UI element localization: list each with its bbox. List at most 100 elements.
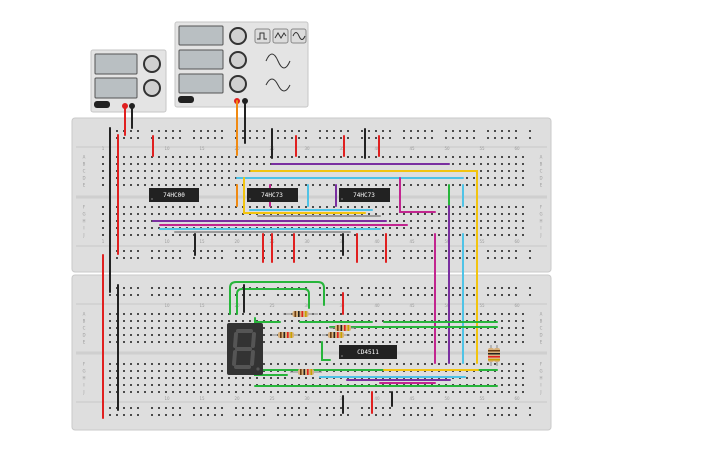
breadboard-hole[interactable] [473, 407, 475, 409]
breadboard-hole[interactable] [235, 213, 237, 215]
breadboard-hole[interactable] [459, 227, 461, 229]
breadboard-hole[interactable] [424, 227, 426, 229]
breadboard-hole[interactable] [389, 341, 391, 343]
breadboard-hole[interactable] [221, 313, 223, 315]
breadboard-hole[interactable] [284, 414, 286, 416]
seven-segment-display[interactable] [227, 323, 263, 375]
breadboard-hole[interactable] [130, 287, 132, 289]
breadboard-hole[interactable] [284, 294, 286, 296]
breadboard-hole[interactable] [501, 363, 503, 365]
breadboard-hole[interactable] [473, 177, 475, 179]
breadboard-hole[interactable] [466, 257, 468, 259]
breadboard-hole[interactable] [291, 414, 293, 416]
breadboard-hole[interactable] [256, 414, 258, 416]
breadboard-hole[interactable] [263, 163, 265, 165]
breadboard-hole[interactable] [368, 341, 370, 343]
breadboard-hole[interactable] [487, 294, 489, 296]
breadboard-hole[interactable] [305, 234, 307, 236]
breadboard-hole[interactable] [207, 137, 209, 139]
breadboard-hole[interactable] [137, 220, 139, 222]
breadboard-hole[interactable] [207, 156, 209, 158]
breadboard-hole[interactable] [123, 341, 125, 343]
breadboard-hole[interactable] [200, 341, 202, 343]
breadboard-hole[interactable] [431, 294, 433, 296]
breadboard-hole[interactable] [382, 287, 384, 289]
breadboard-hole[interactable] [445, 184, 447, 186]
breadboard-hole[interactable] [214, 257, 216, 259]
breadboard-hole[interactable] [193, 163, 195, 165]
breadboard-hole[interactable] [291, 156, 293, 158]
breadboard-hole[interactable] [200, 177, 202, 179]
breadboard-hole[interactable] [263, 341, 265, 343]
breadboard-hole[interactable] [165, 294, 167, 296]
breadboard-hole[interactable] [410, 234, 412, 236]
breadboard-hole[interactable] [207, 213, 209, 215]
breadboard-hole[interactable] [431, 391, 433, 393]
breadboard-hole[interactable] [151, 213, 153, 215]
breadboard-hole[interactable] [298, 206, 300, 208]
breadboard-hole[interactable] [424, 287, 426, 289]
breadboard-hole[interactable] [347, 184, 349, 186]
breadboard-hole[interactable] [221, 130, 223, 132]
breadboard-hole[interactable] [445, 137, 447, 139]
breadboard-hole[interactable] [333, 257, 335, 259]
breadboard-hole[interactable] [326, 257, 328, 259]
breadboard-hole[interactable] [508, 213, 510, 215]
breadboard-hole[interactable] [151, 341, 153, 343]
breadboard-hole[interactable] [508, 227, 510, 229]
breadboard-hole[interactable] [186, 234, 188, 236]
breadboard-hole[interactable] [291, 206, 293, 208]
breadboard-hole[interactable] [452, 220, 454, 222]
breadboard-hole[interactable] [410, 156, 412, 158]
breadboard-hole[interactable] [417, 213, 419, 215]
breadboard-hole[interactable] [375, 334, 377, 336]
breadboard-hole[interactable] [130, 294, 132, 296]
breadboard-hole[interactable] [137, 130, 139, 132]
breadboard-hole[interactable] [466, 250, 468, 252]
breadboard-hole[interactable] [144, 327, 146, 329]
breadboard-hole[interactable] [515, 320, 517, 322]
breadboard-hole[interactable] [144, 220, 146, 222]
breadboard-hole[interactable] [291, 184, 293, 186]
breadboard-hole[interactable] [354, 184, 356, 186]
breadboard-hole[interactable] [473, 341, 475, 343]
breadboard-hole[interactable] [130, 220, 132, 222]
breadboard-hole[interactable] [459, 234, 461, 236]
breadboard-hole[interactable] [186, 156, 188, 158]
breadboard-hole[interactable] [501, 287, 503, 289]
breadboard-hole[interactable] [452, 287, 454, 289]
breadboard-hole[interactable] [522, 184, 524, 186]
breadboard-hole[interactable] [291, 391, 293, 393]
breadboard-hole[interactable] [193, 130, 195, 132]
breadboard-hole[interactable] [207, 320, 209, 322]
breadboard-hole[interactable] [396, 206, 398, 208]
breadboard-hole[interactable] [123, 287, 125, 289]
breadboard-hole[interactable] [382, 257, 384, 259]
breadboard-hole[interactable] [494, 220, 496, 222]
breadboard-hole[interactable] [487, 170, 489, 172]
breadboard-hole[interactable] [333, 137, 335, 139]
breadboard-hole[interactable] [515, 334, 517, 336]
breadboard-hole[interactable] [487, 220, 489, 222]
resistor[interactable] [283, 311, 318, 317]
breadboard-hole[interactable] [277, 206, 279, 208]
breadboard-hole[interactable] [277, 250, 279, 252]
breadboard-hole[interactable] [382, 227, 384, 229]
breadboard-hole[interactable] [452, 334, 454, 336]
breadboard-hole[interactable] [137, 213, 139, 215]
breadboard-hole[interactable] [361, 234, 363, 236]
breadboard-hole[interactable] [298, 156, 300, 158]
breadboard-hole[interactable] [207, 384, 209, 386]
breadboard-hole[interactable] [508, 137, 510, 139]
breadboard-hole[interactable] [151, 384, 153, 386]
breadboard-hole[interactable] [277, 130, 279, 132]
breadboard-hole[interactable] [200, 137, 202, 139]
breadboard-hole[interactable] [102, 170, 104, 172]
breadboard-hole[interactable] [445, 156, 447, 158]
breadboard-hole[interactable] [501, 341, 503, 343]
breadboard-hole[interactable] [130, 334, 132, 336]
breadboard-hole[interactable] [249, 407, 251, 409]
breadboard-hole[interactable] [137, 313, 139, 315]
breadboard-hole[interactable] [410, 363, 412, 365]
breadboard-hole[interactable] [179, 370, 181, 372]
